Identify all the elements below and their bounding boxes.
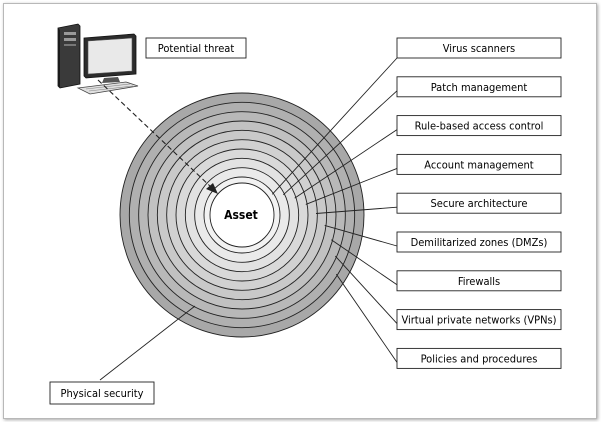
leader-line [335, 273, 398, 363]
potential-threat-label: Potential threat [158, 42, 235, 55]
leader-line [305, 167, 398, 205]
leader-line [331, 239, 398, 286]
layer-label-box: Policies and procedures [396, 347, 562, 369]
layer-label-box: Secure architecture [396, 192, 562, 214]
physical-security-label: Physical security [61, 387, 144, 400]
layer-label: Firewalls [458, 275, 500, 288]
leader-line [282, 90, 398, 196]
center-label: Asset [224, 208, 258, 222]
asset-core [209, 182, 275, 248]
layer-label: Patch management [431, 81, 528, 94]
layer-label: Demilitarized zones (DMZs) [411, 236, 548, 249]
layer-label: Account management [424, 158, 533, 171]
physical-security-box: Physical security [49, 305, 196, 405]
leader-line [315, 206, 398, 214]
leader-line [294, 129, 398, 199]
leader-line [271, 57, 398, 195]
layer-label-box: Patch management [396, 76, 562, 98]
potential-threat-box: Potential threat [145, 37, 247, 59]
layer-label-box: Firewalls [396, 270, 562, 292]
layer-label: Policies and procedures [421, 352, 538, 365]
layer-label-box: Virtual private networks (VPNs) [396, 309, 562, 331]
layer-label-box: Virus scanners [396, 37, 562, 59]
ring-group [119, 92, 365, 338]
layer-label: Rule-based access control [415, 120, 544, 133]
leader-lines [271, 57, 398, 363]
desktop-computer-icon [57, 23, 139, 95]
layer-label: Virtual private networks (VPNs) [401, 314, 556, 327]
layer-label: Secure architecture [431, 197, 528, 210]
layer-label-box: Rule-based access control [396, 115, 562, 137]
threat-arrow [97, 79, 218, 194]
leader-line [324, 224, 398, 247]
layer-label-box: Demilitarized zones (DMZs) [396, 231, 562, 253]
leader-line [334, 255, 398, 324]
arrowhead-icon [206, 183, 218, 194]
layer-label-box: Account management [396, 153, 562, 175]
layer-label: Virus scanners [443, 42, 515, 55]
